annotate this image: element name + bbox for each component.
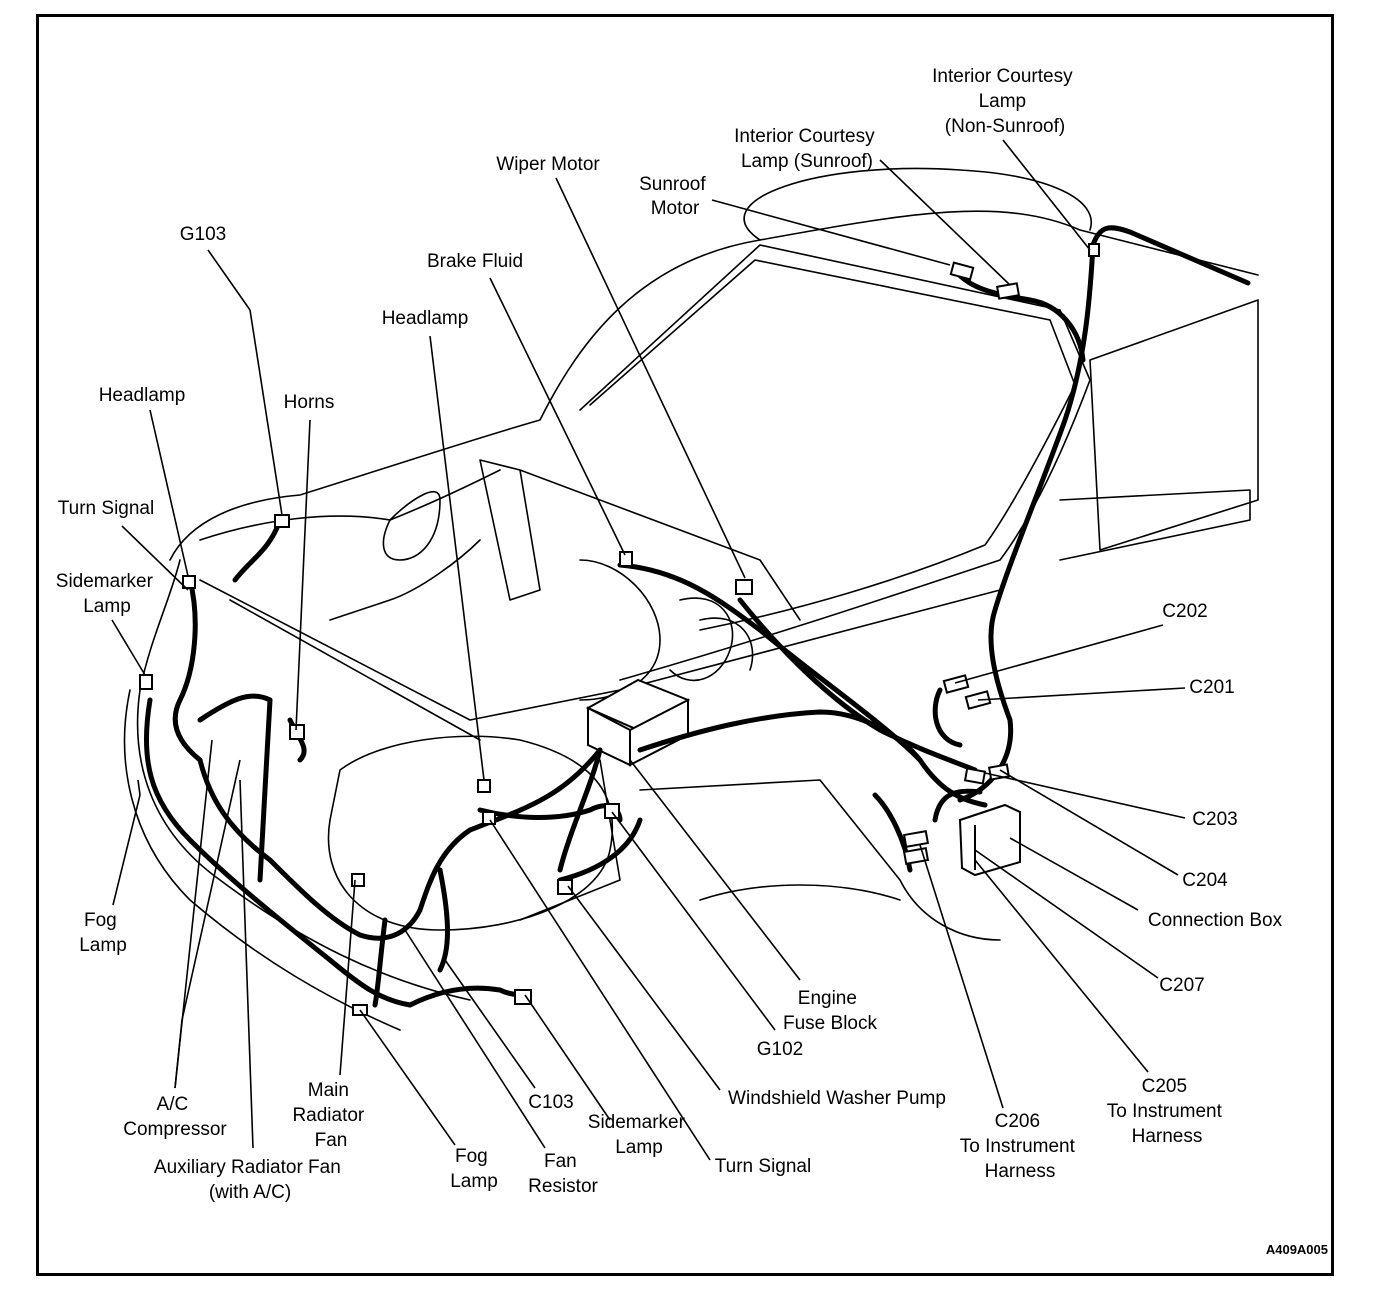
vehicle-outline (123, 167, 1259, 1031)
leader-lines (111, 139, 1186, 1161)
label-c205: C205 To Instrument Harness (1107, 1076, 1227, 1147)
label-fog-lamp-left: Fog Lamp (79, 910, 127, 956)
figure-code: A409A005 (1266, 1242, 1328, 1257)
label-auxiliary-radiator-fan: Auxiliary Radiator Fan (with A/C) (154, 1157, 346, 1203)
label-interior-courtesy-non-sunroof: Interior Courtesy Lamp (Non-Sunroof) (932, 66, 1078, 137)
label-main-radiator-fan: Main Radiator Fan (292, 1080, 369, 1151)
label-connection-box: Connection Box (1148, 910, 1283, 931)
label-ac-compressor: A/C Compressor (123, 1094, 227, 1140)
label-brake-fluid: Brake Fluid (427, 251, 523, 272)
label-g103: G103 (180, 224, 226, 245)
label-c103: C103 (528, 1092, 573, 1113)
label-c202: C202 (1162, 601, 1207, 622)
label-horns: Horns (284, 392, 335, 413)
label-c204: C204 (1182, 870, 1228, 891)
label-g102: G102 (757, 1039, 803, 1060)
label-interior-courtesy-sunroof: Interior Courtesy Lamp (Sunroof) (734, 126, 880, 172)
label-sidemarker-left: Sidemarker Lamp (56, 571, 158, 617)
label-headlamp-center: Headlamp (382, 308, 469, 329)
label-headlamp-left: Headlamp (99, 385, 186, 406)
wiring-harness (143, 225, 1251, 1008)
label-sunroof-motor: Sunroof Motor (639, 174, 711, 219)
label-c201: C201 (1189, 677, 1234, 698)
label-c207: C207 (1159, 975, 1204, 996)
connection-box-shape (958, 803, 1021, 877)
label-windshield-washer-pump: Windshield Washer Pump (728, 1088, 946, 1109)
label-engine-fuse-block: Engine Fuse Block (783, 988, 877, 1034)
label-c203: C203 (1192, 809, 1237, 830)
callout-labels: Interior Courtesy Lamp (Non-Sunroof) Int… (56, 66, 1283, 1203)
label-c206: C206 To Instrument Harness (960, 1111, 1080, 1182)
connector-blocks (139, 243, 1100, 1016)
label-fog-lamp-bottom: Fog Lamp (450, 1146, 498, 1192)
label-turn-signal-left: Turn Signal (58, 498, 154, 519)
diagram-frame (36, 14, 1334, 1276)
label-fan-resistor: Fan Resistor (528, 1151, 598, 1197)
label-wiper-motor: Wiper Motor (496, 154, 600, 175)
label-sidemarker-bottom: Sidemarker Lamp (588, 1112, 690, 1158)
label-turn-signal-bottom: Turn Signal (715, 1156, 811, 1177)
